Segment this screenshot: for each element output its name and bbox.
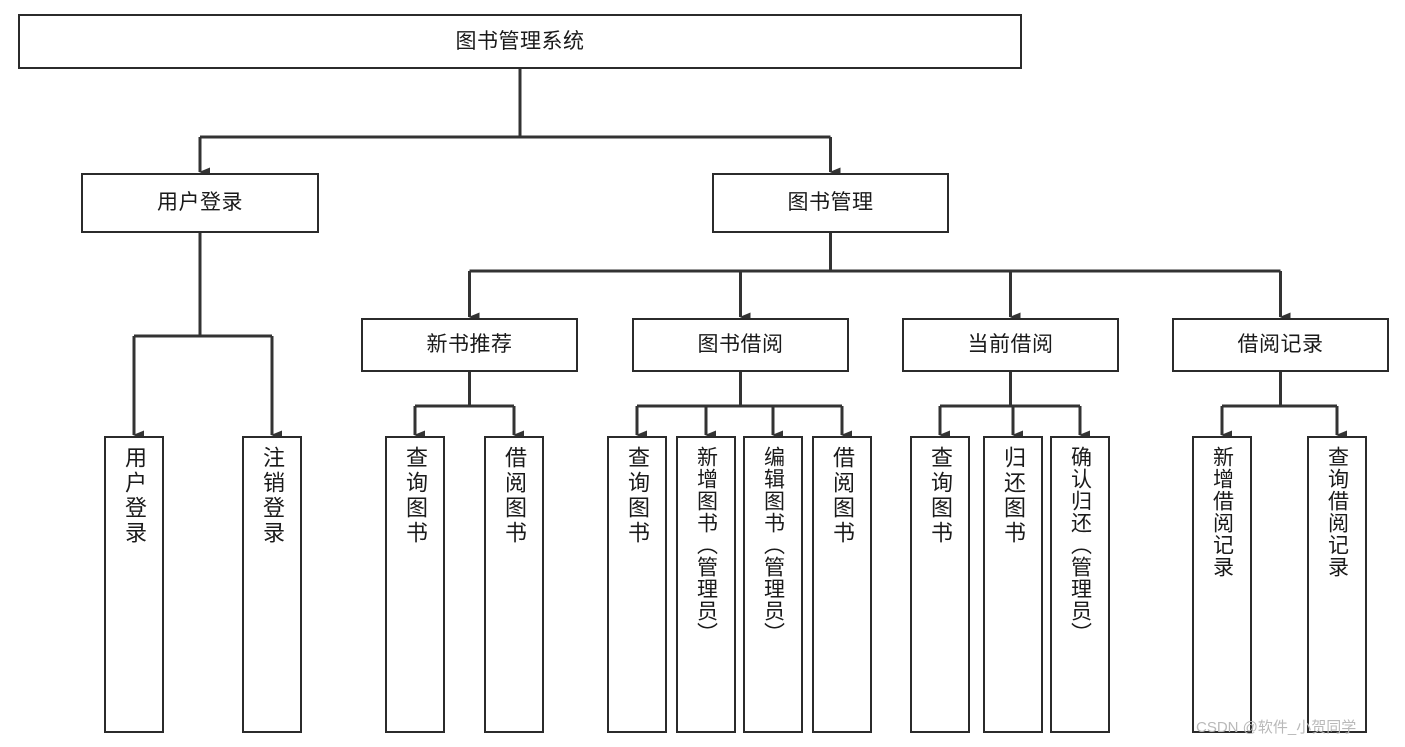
connector-lines	[132, 69, 1347, 440]
node-leaf-borrow-query[interactable]: 查询图书	[607, 436, 667, 733]
node-label: 查询图书	[928, 446, 953, 546]
node-label: 确认归还（管理员）	[1068, 446, 1092, 644]
node-label: 用户登录	[157, 191, 243, 215]
node-label: 图书借阅	[697, 333, 784, 357]
node-label: 查询借阅记录	[1325, 446, 1349, 578]
node-label: 新增图书（管理员）	[694, 446, 718, 644]
node-current-borrow[interactable]: 当前借阅	[902, 318, 1119, 372]
node-label: 借阅图书	[830, 446, 855, 546]
node-label: 借阅图书	[502, 446, 527, 546]
node-leaf-borrow-add[interactable]: 新增图书（管理员）	[676, 436, 736, 733]
node-book-manage[interactable]: 图书管理	[712, 173, 949, 233]
node-leaf-cur-query[interactable]: 查询图书	[910, 436, 970, 733]
node-label: 图书管理系统	[455, 29, 585, 53]
node-leaf-rec-add[interactable]: 新增借阅记录	[1192, 436, 1252, 733]
node-borrow-record[interactable]: 借阅记录	[1172, 318, 1389, 372]
node-user-login[interactable]: 用户登录	[81, 173, 319, 233]
node-label: 借阅记录	[1237, 333, 1324, 357]
node-label: 图书管理	[787, 191, 874, 215]
node-label: 编辑图书（管理员）	[761, 446, 785, 644]
node-leaf-borrow-edit[interactable]: 编辑图书（管理员）	[743, 436, 803, 733]
node-label: 归还图书	[1001, 446, 1026, 546]
node-label: 新书推荐	[426, 333, 513, 357]
node-leaf-user-logout[interactable]: 注销登录	[242, 436, 302, 733]
node-leaf-cur-return[interactable]: 归还图书	[983, 436, 1043, 733]
node-leaf-borrow-lend[interactable]: 借阅图书	[812, 436, 872, 733]
node-label: 查询图书	[403, 446, 428, 546]
node-leaf-rec-query2[interactable]: 查询借阅记录	[1307, 436, 1367, 733]
node-label: 当前借阅	[967, 333, 1054, 357]
node-label: 查询图书	[625, 446, 650, 546]
node-root[interactable]: 图书管理系统	[18, 14, 1022, 69]
node-leaf-rec-borrow[interactable]: 借阅图书	[484, 436, 544, 733]
node-label: 注销登录	[260, 446, 285, 546]
node-book-borrow[interactable]: 图书借阅	[632, 318, 849, 372]
node-leaf-rec-query[interactable]: 查询图书	[385, 436, 445, 733]
watermark-text: CSDN @软件_小贺同学	[1196, 719, 1357, 736]
node-label: 用户登录	[122, 446, 147, 546]
node-leaf-cur-confirm[interactable]: 确认归还（管理员）	[1050, 436, 1110, 733]
node-label: 新增借阅记录	[1210, 446, 1234, 578]
node-new-book-rec[interactable]: 新书推荐	[361, 318, 578, 372]
node-leaf-user-login[interactable]: 用户登录	[104, 436, 164, 733]
